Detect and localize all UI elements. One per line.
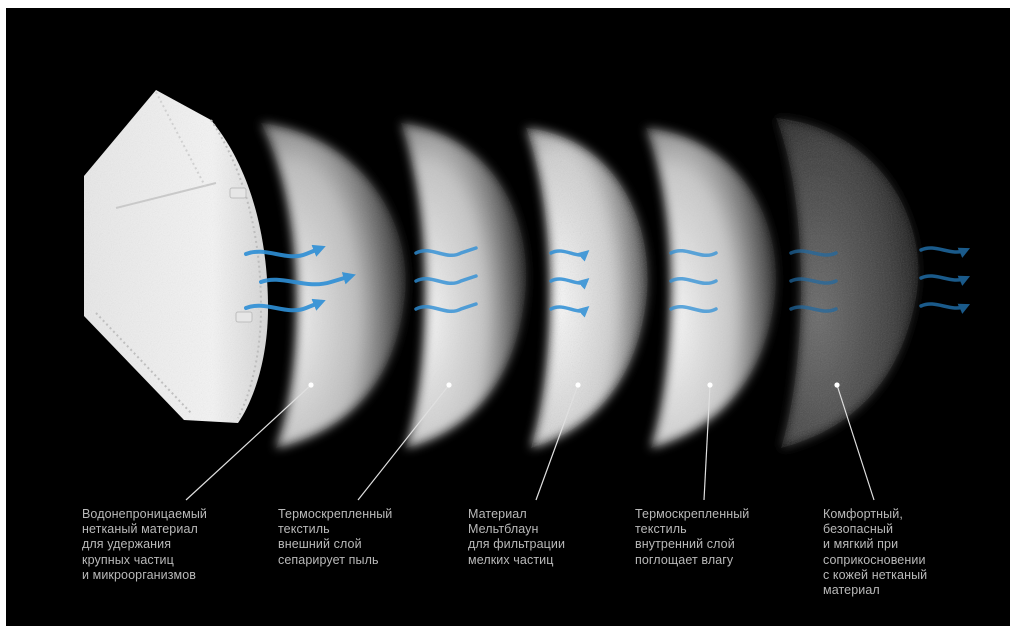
layer-5-comfort-fabric [746,118,919,448]
layer-1-waterproof-fabric [261,123,406,448]
layer-4-label: Термоскрепленный текстиль внутренний сло… [635,507,750,567]
layer-2-outer-textile [401,123,527,448]
mask-front [84,90,268,423]
leader-line-3 [535,384,579,501]
leader-dot-4 [707,382,713,388]
layer-3-meltblown [526,128,648,448]
layer-5-label: Комфортный, безопасный и мягкий при сопр… [823,507,928,598]
leader-line-2 [357,384,450,501]
layers-illustration [84,90,971,501]
layer-4-inner-textile [646,128,776,448]
leader-dot-1 [308,382,314,388]
leader-dot-2 [446,382,452,388]
leader-line-1 [185,384,312,501]
layer-2-label: Термоскрепленный текстиль внешний слой с… [278,507,393,567]
mask-layers-figure: Водонепроницаемый нетканый материал для … [6,8,1010,626]
layer-1-label: Водонепроницаемый нетканый материал для … [82,507,207,582]
leader-dot-3 [575,382,581,388]
airflow-arrows [244,244,971,318]
layer-3-label: Материал Мельтблаун для фильтрации мелки… [468,507,566,567]
leader-line-4 [703,384,711,501]
leader-line-5 [836,384,875,501]
leader-lines [185,382,875,501]
leader-dot-5 [834,382,840,388]
